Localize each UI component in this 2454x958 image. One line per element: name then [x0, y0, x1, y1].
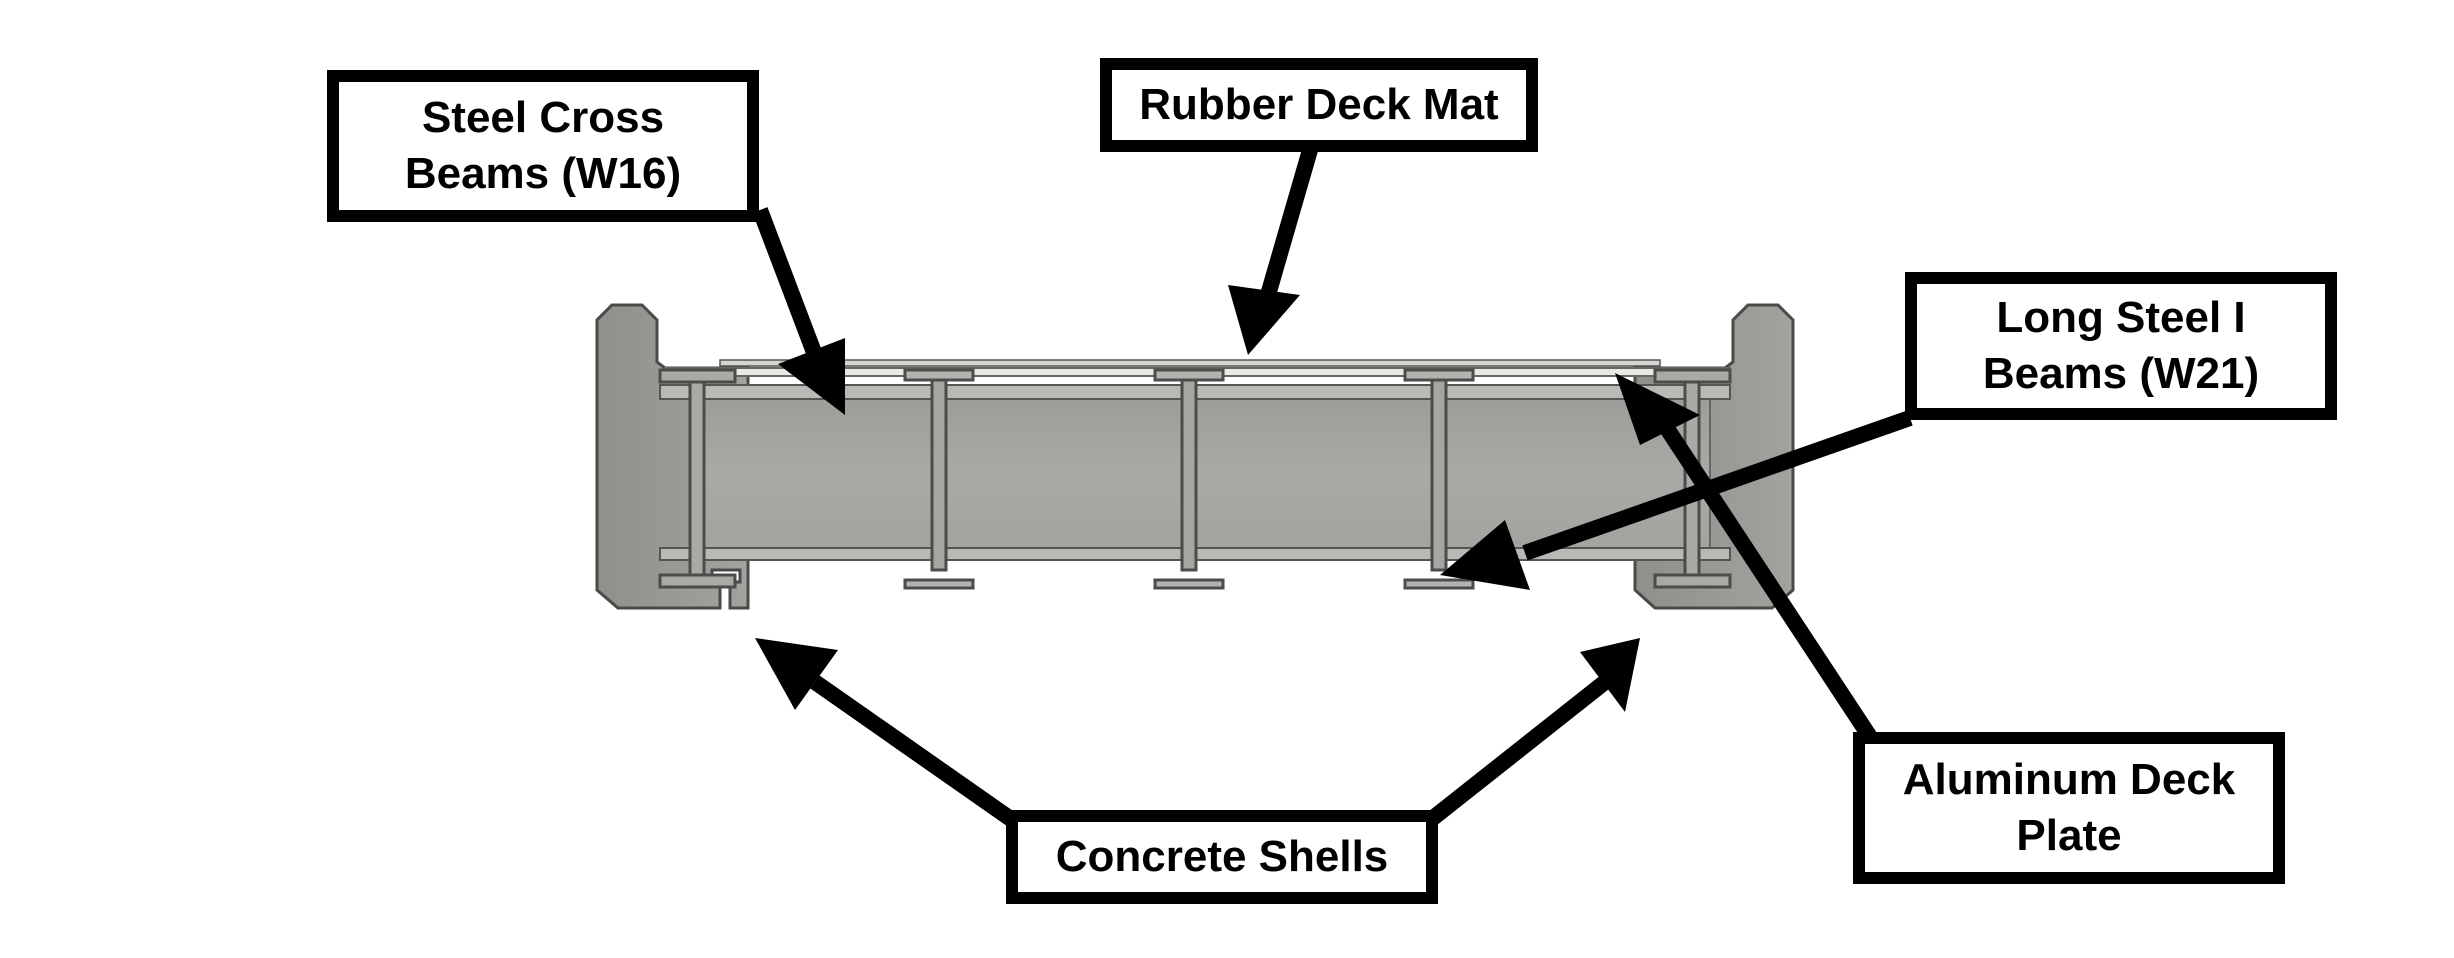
- label-rubber-deck-mat: Rubber Deck Mat: [1100, 58, 1538, 152]
- arrow-deck-mat: [1228, 147, 1318, 355]
- label-aluminum-deck-plate: Aluminum Deck Plate: [1853, 732, 2285, 884]
- label-line: Plate: [2016, 811, 2122, 860]
- arrow-cross-beams: [752, 207, 845, 415]
- label-concrete-shells: Concrete Shells: [1006, 810, 1438, 904]
- rubber-deck-mat: [719, 359, 1661, 367]
- left-end-beam: [658, 368, 737, 589]
- label-line: Long Steel I: [1996, 293, 2246, 342]
- arrow-shell-right: [1423, 638, 1640, 829]
- cross-beam: [903, 368, 975, 590]
- long-beam-web: [689, 394, 1711, 556]
- arrow-deck-plate: [1615, 373, 1879, 745]
- label-line: Beams (W16): [404, 149, 682, 198]
- label-line: Beams (W21): [1982, 349, 2260, 398]
- label-long-steel-i-beams: Long Steel I Beams (W21): [1905, 272, 2337, 420]
- cross-beam: [1403, 368, 1475, 590]
- label-line: Concrete Shells: [1055, 832, 1389, 881]
- label-line: Rubber Deck Mat: [1139, 80, 1499, 129]
- cross-beam: [1153, 368, 1225, 590]
- label-steel-cross-beams: Steel Cross Beams (W16): [327, 70, 759, 222]
- arrow-long-beams: [1440, 410, 1913, 590]
- label-line: Aluminum Deck: [1902, 755, 2236, 804]
- label-line: Steel Cross: [421, 93, 665, 142]
- arrow-shell-left: [755, 638, 1020, 829]
